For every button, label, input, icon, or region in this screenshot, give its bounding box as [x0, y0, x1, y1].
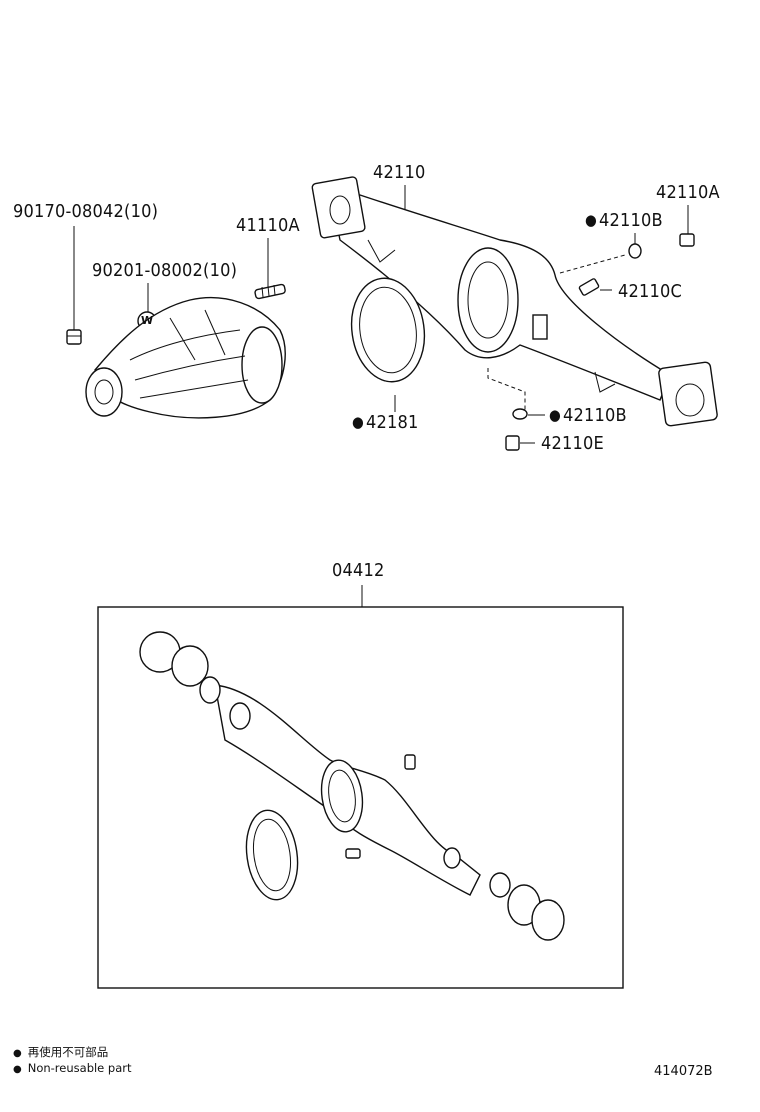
- label-42181: 42181: [352, 412, 419, 433]
- bolt-42110A-icon: [679, 233, 695, 247]
- label-90170: 90170-08042(10): [13, 201, 159, 222]
- washer-42110B-bottom-icon: [512, 408, 528, 420]
- bolt-90170-icon: [66, 329, 82, 345]
- axle-housing-icon: [311, 176, 718, 427]
- label-42110B-top: 42110B: [585, 210, 663, 231]
- leader-42110B-dash: [559, 254, 626, 274]
- label-42110: 42110: [373, 162, 426, 183]
- washer-marker: W: [141, 314, 154, 327]
- gasket-42181-icon: [350, 277, 426, 383]
- label-41110A: 41110A: [236, 215, 300, 236]
- washer-42110B-top-icon: [628, 243, 642, 259]
- stud-41110A-icon: [254, 283, 286, 300]
- legend-en: ●Non-reusable part: [13, 1061, 132, 1075]
- legend-jp: ●再使用不可部品: [13, 1045, 109, 1059]
- label-42110A: 42110A: [656, 182, 720, 203]
- label-42110E: 42110E: [541, 433, 604, 454]
- kit-contents-icon: [139, 631, 565, 941]
- label-42110B-bottom: 42110B: [549, 405, 627, 426]
- diagram-id: 414072B: [654, 1064, 713, 1079]
- breather-42110C-icon: [578, 278, 600, 296]
- label-42110C: 42110C: [618, 281, 683, 302]
- plug-42110E-icon: [505, 435, 520, 451]
- kit-04412-box: [97, 606, 624, 989]
- label-90201: 90201-08002(10): [92, 260, 238, 281]
- label-04412: 04412: [332, 560, 385, 581]
- differential-carrier-icon: [85, 296, 286, 419]
- leader-42110B-bottom-dash: [487, 368, 526, 410]
